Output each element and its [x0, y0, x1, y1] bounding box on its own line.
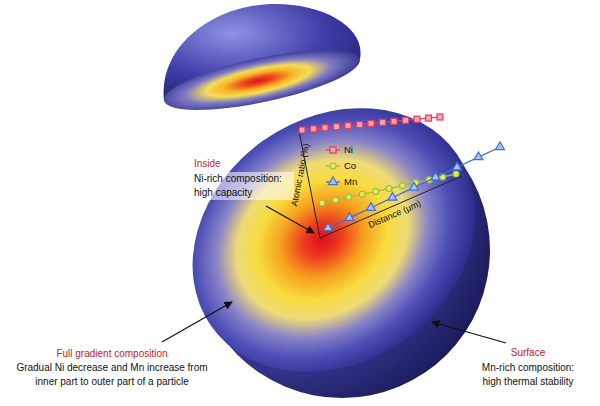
axis-title: Distance (μm) [367, 199, 422, 231]
series-marker [346, 194, 352, 200]
series-marker [426, 115, 432, 121]
series-marker [391, 118, 397, 124]
series-marker [324, 223, 333, 231]
series-marker [437, 114, 443, 120]
series-marker [414, 116, 420, 122]
annotation-heading: Full gradient composition [5, 347, 219, 361]
legend-marker [329, 177, 338, 185]
series-marker [299, 127, 305, 133]
series-marker [332, 197, 338, 203]
series-marker [453, 162, 462, 170]
legend-sample [326, 163, 340, 169]
series-marker [403, 117, 409, 123]
series-marker [399, 183, 405, 189]
sphere-cross-section [141, 54, 527, 406]
chart-axes [298, 126, 462, 238]
annotation-text: Mn-rich composition: high thermal stabil… [472, 361, 584, 389]
series-marker [345, 123, 351, 129]
legend-marker [330, 147, 336, 153]
cap-cross-section [160, 38, 365, 123]
series-marker [388, 193, 397, 201]
series-line [302, 117, 440, 130]
data-series [299, 114, 443, 133]
series-marker [431, 172, 440, 180]
series-marker [359, 191, 365, 197]
series-marker [410, 182, 419, 190]
legend-sample [326, 177, 340, 185]
series-marker [322, 125, 328, 131]
series-marker [345, 213, 354, 221]
annotation-text: Ni-rich composition: high capacity [194, 172, 294, 200]
legend-marker [330, 163, 336, 169]
series-marker [386, 186, 392, 192]
leader-arrow [162, 302, 232, 342]
legend-label: Co [344, 160, 356, 172]
series-marker [474, 152, 483, 160]
series-marker [380, 119, 386, 125]
series-marker [319, 200, 325, 206]
legend-samples [326, 147, 340, 185]
data-series [319, 171, 459, 206]
legend-sample [326, 147, 340, 153]
particle-body [141, 54, 527, 406]
series-marker [373, 188, 379, 194]
legend-label: Ni [344, 144, 353, 156]
legend-label: Mn [344, 176, 357, 188]
series-marker [496, 142, 505, 150]
annotation-heading: Inside [194, 157, 304, 171]
x-axis [320, 176, 462, 238]
series-line [328, 147, 500, 228]
series-marker [334, 124, 340, 130]
leader-arrows [162, 206, 506, 343]
annotation-heading: Surface [472, 346, 584, 360]
data-series [324, 142, 505, 231]
series-marker [357, 122, 363, 128]
chart-series [299, 114, 504, 231]
series-marker [367, 203, 376, 211]
leader-arrow [432, 322, 506, 343]
annotation-text: Gradual Ni decrease and Mn increase from… [5, 361, 219, 389]
series-marker [368, 121, 374, 127]
series-marker [311, 126, 317, 132]
leader-arrow [266, 206, 314, 233]
series-marker [453, 171, 459, 177]
particle-cap [160, 4, 365, 122]
